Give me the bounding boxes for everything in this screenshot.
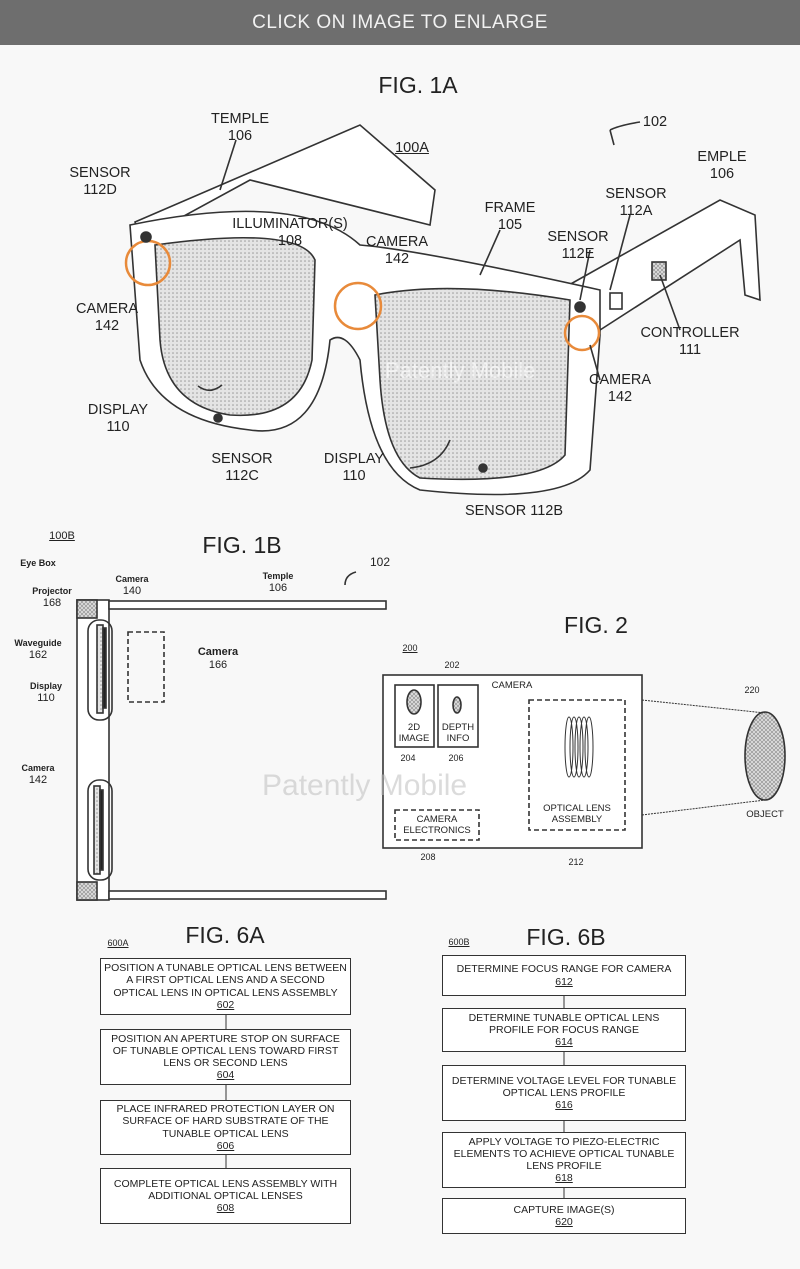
fig-1a-title: FIG. 1A [378, 72, 458, 98]
ref-220: 220 [744, 685, 760, 695]
fig-6b-title: FIG. 6B [526, 924, 606, 950]
fig-2-title: FIG. 2 [564, 612, 628, 638]
ref-102: 102 [369, 555, 391, 569]
glasses-drawing [76, 121, 786, 1198]
label-2d-image: 2D IMAGE [398, 722, 430, 745]
flow-step-602: POSITION A TUNABLE OPTICAL LENS BETWEEN … [100, 958, 351, 1015]
flow-step-618: APPLY VOLTAGE TO PIEZO-ELECTRIC ELEMENTS… [442, 1132, 686, 1188]
fig-1b-title: FIG. 1B [202, 532, 282, 558]
label-illuminator: ILLUMINATOR(S)108 [232, 216, 348, 250]
ref-204: 204 [400, 753, 416, 763]
label-optical-lens-assembly: OPTICAL LENS ASSEMBLY [543, 803, 611, 826]
fig-1a-ref: 100A [395, 140, 429, 156]
fig-6a-ref: 600A [107, 938, 129, 948]
flow-step-606: PLACE INFRARED PROTECTION LAYER ON SURFA… [100, 1100, 351, 1155]
label-depth-info: DEPTH INFO [441, 722, 475, 745]
label-eye-box: Eye Box [20, 558, 56, 568]
ref-206: 206 [448, 753, 464, 763]
flow-step-604: POSITION AN APERTURE STOP ON SURFACE OF … [100, 1029, 351, 1085]
label-object: OBJECT [746, 809, 784, 820]
fig-6b-ref: 600B [448, 937, 470, 947]
watermark: Patently Mobile [385, 358, 536, 383]
watermark: Patently Mobile [262, 769, 468, 802]
flow-step-616: DETERMINE VOLTAGE LEVEL FOR TUNABLE OPTI… [442, 1065, 686, 1121]
ref-202: 202 [444, 660, 460, 670]
ref-208: 208 [420, 852, 436, 862]
flow-step-614: DETERMINE TUNABLE OPTICAL LENS PROFILE F… [442, 1008, 686, 1052]
flow-step-608: COMPLETE OPTICAL LENS ASSEMBLY WITH ADDI… [100, 1168, 351, 1224]
ref-102: 102 [642, 114, 668, 130]
label-camera-electronics: CAMERA ELECTRONICS [403, 814, 471, 837]
camera-label: CAMERA [491, 680, 533, 691]
label-sensor-112b: SENSOR 112B [464, 503, 564, 519]
fig-2-ref: 200 [402, 643, 418, 653]
enlarge-banner[interactable]: CLICK ON IMAGE TO ENLARGE [0, 0, 800, 45]
fig-6a-title: FIG. 6A [185, 922, 265, 948]
ref-212: 212 [568, 857, 584, 867]
flow-step-620: CAPTURE IMAGE(S)620 [442, 1198, 686, 1234]
fig-1b-ref: 100B [49, 530, 75, 542]
